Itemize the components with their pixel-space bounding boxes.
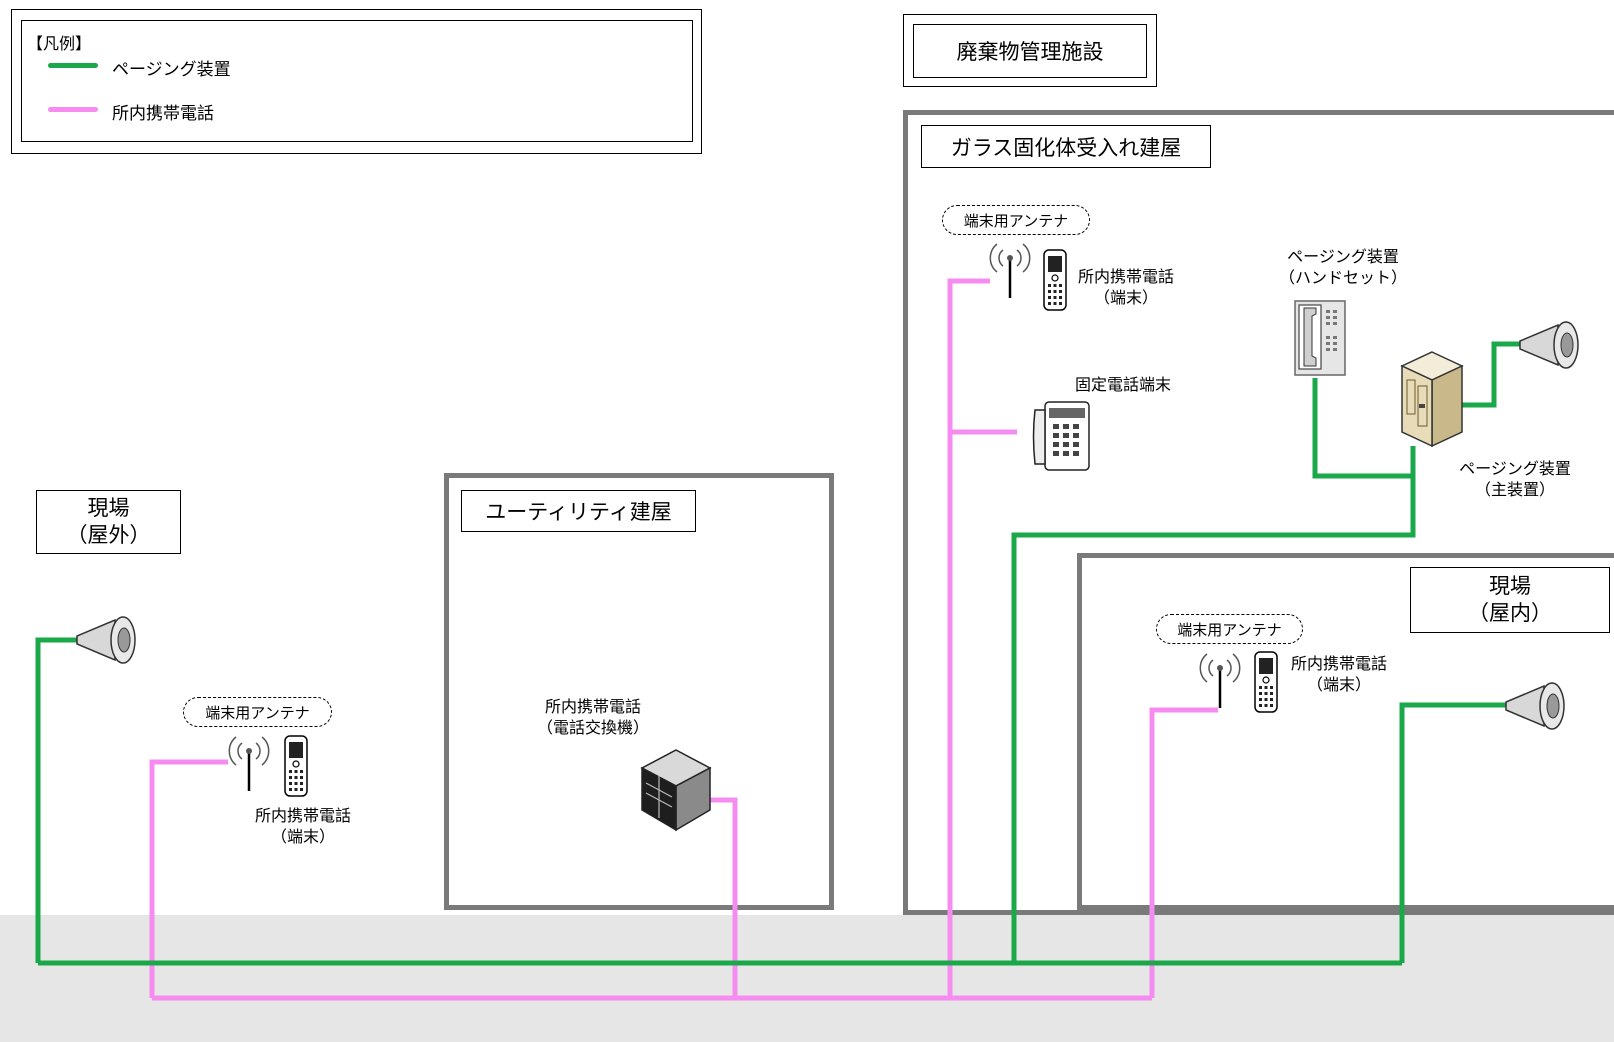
indoor-site-title: 現場 （屋内）: [1410, 567, 1610, 633]
outdoor-speaker-icon: [76, 616, 136, 664]
outdoor-mobile-phone-icon: [284, 735, 308, 797]
exchange-label: 所内携帯電話 （電話交換機）: [528, 696, 658, 738]
main-unit-label: ページング装置 （主装置）: [1447, 458, 1583, 500]
legend-title: 【凡例】: [27, 34, 92, 53]
paging-wires: [35, 341, 1520, 966]
mobile-wire-building-antenna: [947, 278, 990, 998]
building-antenna-label: 端末用アンテナ: [942, 205, 1090, 235]
legend-inner-frame: [21, 20, 693, 142]
indoor-mobile-label-line1: 所内携帯電話: [1290, 654, 1387, 673]
fixed-phone-label: 固定電話端末: [1074, 375, 1171, 394]
building-mobile-label: 所内携帯電話 （端末）: [1063, 266, 1189, 308]
outdoor-site-title-line2: （屋外）: [66, 523, 151, 547]
vitrified-building: [903, 110, 1614, 915]
ground-band: [0, 915, 1614, 1042]
indoor-site-title-line1: 現場: [1489, 574, 1531, 598]
outdoor-site-title-line1: 現場: [87, 496, 130, 520]
paging-handset-icon: [1294, 300, 1346, 376]
paging-wire-outdoor-speaker: [35, 637, 77, 963]
building-mobile-label-line1: 所内携帯電話: [1077, 267, 1174, 286]
indoor-mobile-label-line2: （端末）: [1306, 675, 1371, 694]
mobile-wire-indoor-antenna: [1149, 707, 1218, 998]
facility-title: 廃棄物管理施設: [913, 24, 1147, 78]
handset-label-line2: （ハンドセット）: [1278, 268, 1407, 287]
legend-mobile-line: [48, 107, 98, 112]
building-antenna-icon: [989, 243, 1031, 298]
legend-paging-line: [48, 63, 98, 68]
paging-wire-indoor-speaker: [1399, 702, 1506, 963]
main-unit-label-line1: ページング装置: [1459, 459, 1571, 478]
outdoor-mobile-label-line2: （端末）: [270, 827, 335, 846]
phone-exchange-icon: [640, 749, 712, 832]
facility-title-outer: [903, 14, 1157, 87]
legend-outer-frame: [11, 9, 702, 154]
outdoor-mobile-label: 所内携帯電話 （端末）: [240, 805, 366, 847]
building-mobile-phone-icon: [1043, 249, 1067, 311]
paging-wire-building-speaker: [1459, 341, 1520, 408]
outdoor-site-title: 現場 （屋外）: [36, 490, 181, 554]
main-unit-label-line2: （主装置）: [1474, 480, 1555, 499]
paging-wire-handset: [1312, 378, 1413, 479]
exchange-label-line2: （電話交換機）: [536, 718, 649, 737]
utility-building-title: ユーティリティ建屋: [461, 490, 696, 532]
outdoor-mobile-label-line1: 所内携帯電話: [254, 806, 351, 825]
handset-label-line1: ページング装置: [1287, 247, 1399, 266]
mobile-wire-outdoor-antenna: [149, 759, 228, 998]
legend-paging-label: ページング装置: [112, 60, 231, 80]
legend-mobile-label: 所内携帯電話: [112, 104, 214, 124]
exchange-label-line1: 所内携帯電話: [544, 697, 641, 716]
indoor-antenna-icon: [1199, 653, 1241, 708]
utility-building: [444, 473, 834, 910]
handset-label: ページング装置 （ハンドセット）: [1275, 246, 1411, 288]
vitrified-building-title: ガラス固化体受入れ建屋: [921, 125, 1211, 168]
indoor-site-title-line2: （屋内）: [1468, 601, 1552, 625]
fixed-phone-icon: [1032, 401, 1090, 471]
indoor-antenna-label: 端末用アンテナ: [1156, 614, 1303, 644]
outdoor-antenna-icon: [228, 736, 270, 791]
paging-main-unit-icon: [1400, 351, 1464, 448]
building-speaker-icon: [1519, 321, 1579, 369]
indoor-mobile-phone-icon: [1254, 651, 1278, 713]
indoor-mobile-label: 所内携帯電話 （端末）: [1276, 653, 1402, 695]
mobile-phone-wires: [149, 278, 1218, 1001]
paging-wire-main-unit: [1011, 446, 1416, 963]
indoor-speaker-icon: [1505, 682, 1565, 730]
outdoor-antenna-label: 端末用アンテナ: [183, 697, 332, 727]
mobile-wire-exchange: [705, 797, 738, 998]
building-mobile-label-line2: （端末）: [1093, 288, 1158, 307]
